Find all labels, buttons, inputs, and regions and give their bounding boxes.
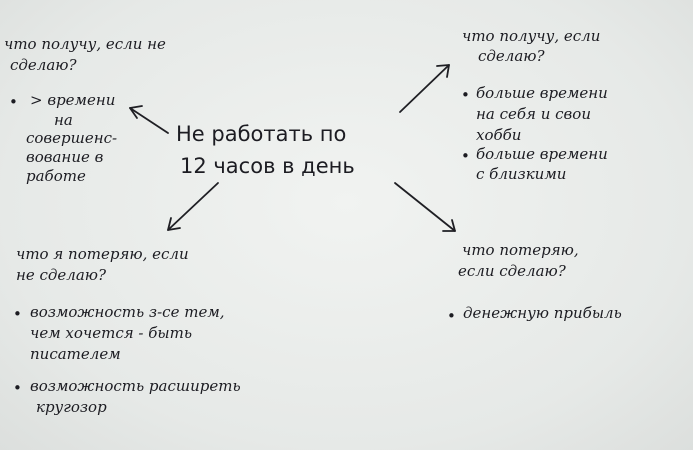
top-left-question-line-2: сделаю?	[10, 56, 77, 74]
arrow-to-top-right	[399, 64, 450, 113]
top-left-item-1-line-4: вование в	[26, 148, 104, 166]
bullet-dot: •	[13, 379, 22, 397]
bullet-dot: •	[461, 86, 470, 104]
top-right-item-2-line-2: с близкими	[476, 165, 567, 183]
bullet-dot: •	[9, 93, 18, 111]
top-right-item-1-line-2: на себя и свои	[476, 105, 591, 123]
bullet-dot: •	[461, 147, 470, 165]
bottom-left-item-2-line-1: возможность расширеть	[30, 377, 241, 395]
bottom-left-question-line-2: не сделаю?	[16, 266, 107, 284]
bottom-right-item-1-line-1: денежную прибыль	[463, 304, 622, 322]
bottom-left-item-1-line-1: возможность з-се тем,	[30, 303, 225, 321]
bottom-left-item-1-line-3: писателем	[30, 345, 121, 363]
top-right-item-1-line-3: хобби	[476, 126, 522, 144]
bottom-right-question-line-1: что потеряю,	[462, 241, 579, 259]
top-left-item-1-line-5: работе	[26, 167, 86, 185]
top-right-item-2-line-1: больше времени	[476, 145, 608, 163]
top-left-item-1-line-2: на	[54, 111, 73, 129]
top-right-question-line-2: сделаю?	[478, 47, 545, 65]
bottom-left-question-line-1: что я потеряю, если	[16, 245, 189, 263]
bottom-left-item-2-line-2: кругозор	[36, 398, 107, 416]
bottom-right-question-line-2: если сделаю?	[458, 262, 566, 280]
top-right-item-1-line-1: больше времени	[476, 84, 608, 102]
top-left-item-1-line-1: > времени	[30, 91, 116, 109]
top-right-question-line-1: что получу, если	[462, 27, 601, 45]
arrow-to-top-left	[129, 105, 169, 134]
bottom-left-item-1-line-2: чем хочется - быть	[30, 324, 193, 342]
top-left-question-line-1: что получу, если не	[4, 35, 166, 53]
top-left-item-1-line-3: совершенс-	[26, 129, 118, 147]
arrow-to-bottom-left	[167, 182, 219, 231]
bullet-dot: •	[447, 307, 456, 325]
center-topic-line-1: Не работать по	[176, 122, 347, 146]
arrow-to-bottom-right	[394, 182, 456, 232]
center-topic-line-2: 12 часов в день	[180, 154, 355, 178]
bullet-dot: •	[13, 305, 22, 323]
